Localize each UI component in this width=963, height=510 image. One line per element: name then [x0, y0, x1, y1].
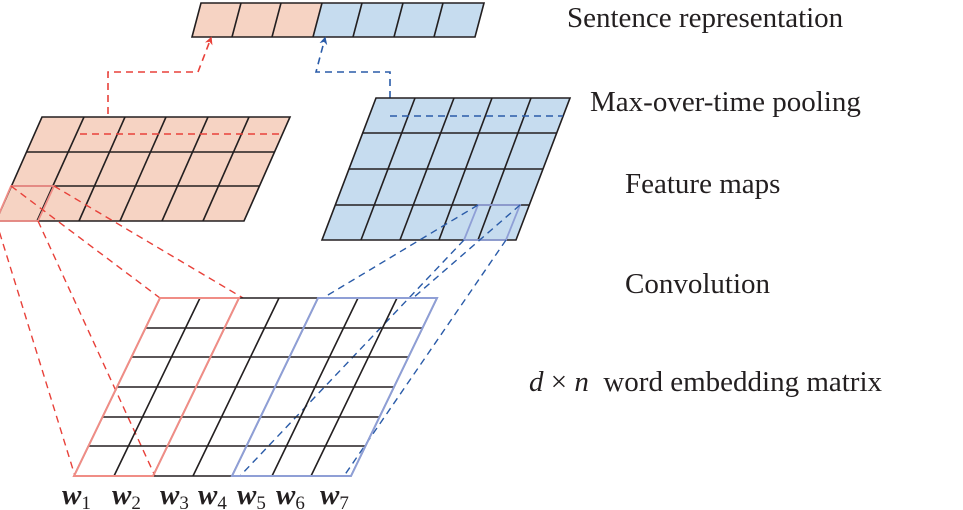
label-sentence-representation: Sentence representation [567, 2, 844, 34]
label-embedding-matrix: d × n word embedding matrix [529, 366, 883, 398]
convolution-projections [0, 185, 521, 477]
embedding-text: word embedding matrix [589, 366, 883, 398]
word-label-3: w3 [160, 479, 189, 510]
feature-map-red [0, 116, 292, 222]
label-convolution: Convolution [625, 268, 771, 300]
embedding-var-n: n [574, 366, 589, 398]
word-label-2: w2 [112, 479, 141, 510]
word-label-7: w7 [320, 479, 349, 510]
label-max-over-time-pooling: Max-over-time pooling [590, 86, 861, 118]
word-embedding-matrix [72, 297, 439, 477]
word-label-4: w4 [198, 479, 227, 510]
word-label-1: w1 [62, 479, 91, 510]
word-label-5: w5 [237, 479, 266, 510]
word-label-6: w6 [276, 479, 305, 510]
label-feature-maps: Feature maps [625, 168, 780, 200]
feature-map-blue [320, 97, 572, 241]
sentence-representation-vector [190, 2, 486, 38]
embedding-var-d: d [529, 366, 544, 398]
embedding-times: × [544, 366, 575, 398]
